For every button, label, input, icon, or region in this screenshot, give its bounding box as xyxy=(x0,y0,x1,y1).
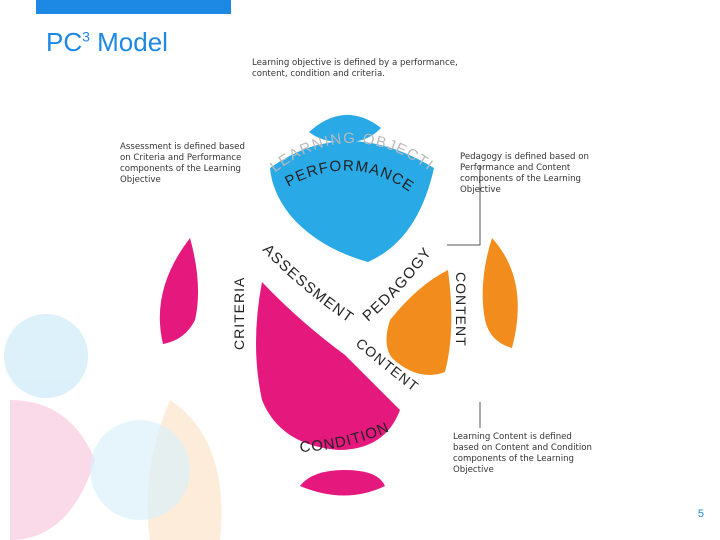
connector-lines xyxy=(447,165,481,428)
note-top: Learning objective is defined by a perfo… xyxy=(252,58,458,79)
performance-blob xyxy=(270,141,434,262)
watermark-magenta-shape xyxy=(10,400,95,540)
watermark-shapes xyxy=(4,314,222,540)
magenta-bottom-cap xyxy=(300,470,385,496)
blue-top-cap xyxy=(309,114,381,143)
title-superscript: 3 xyxy=(82,28,90,45)
watermark-blue-circle xyxy=(4,314,88,398)
orange-right-cap xyxy=(482,238,518,348)
slide-title: PC3 Model xyxy=(46,27,168,58)
title-rest: Model xyxy=(89,27,168,57)
connector-pedagogy xyxy=(447,165,481,246)
content-blob xyxy=(386,270,452,375)
label-content: CONTENT xyxy=(453,272,469,347)
watermark-orange-shape xyxy=(147,400,222,540)
note-left: Assessment is defined based on Criteria … xyxy=(120,142,245,185)
page-number: 5 xyxy=(697,508,704,520)
watermark-blue-circle-2 xyxy=(90,420,190,520)
title-accent-bar xyxy=(36,0,231,14)
magenta-left-cap xyxy=(159,238,199,344)
title-main: PC xyxy=(46,27,83,57)
note-bottom: Learning Content is defined based on Con… xyxy=(453,432,592,475)
condition-blob xyxy=(256,282,400,450)
note-right: Pedagogy is defined based on Performance… xyxy=(460,152,589,195)
label-criteria: CRITERIA xyxy=(231,277,247,350)
